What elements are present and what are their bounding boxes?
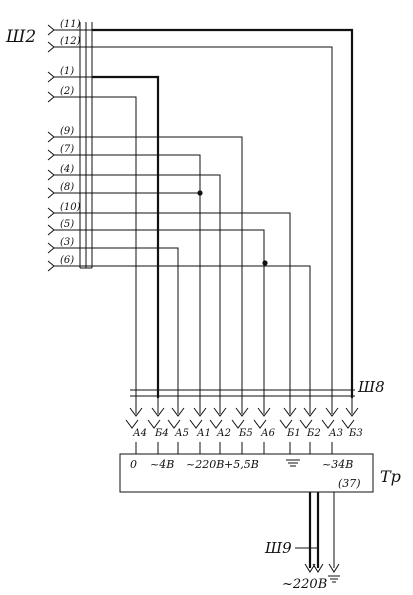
output-4v: ~4В: [150, 458, 174, 471]
contact-arrow-icon: [345, 407, 359, 417]
contact-label: Б5: [238, 428, 253, 439]
pin-label: (8): [60, 182, 74, 193]
wire: [92, 28, 354, 398]
contact-arrow-icon: [129, 407, 143, 417]
wire: [92, 265, 311, 398]
socket-icon: [231, 419, 245, 429]
sh2-pins: (11) (12) (1) (2) (9) (7) (4) (8) (10) (5) (3) (6): [47, 19, 92, 272]
wire: [92, 136, 243, 398]
socket-icon: [125, 419, 139, 429]
pin-arrow-icon: [47, 169, 55, 181]
pin-arrow-icon: [47, 24, 55, 36]
pin-arrow-icon: [47, 260, 55, 272]
pin-label: (2): [60, 86, 74, 97]
transformer-box: [119, 453, 374, 493]
pin-arrow-icon: [47, 41, 55, 53]
socket-icon: [209, 419, 223, 429]
pin-label: (1): [60, 66, 74, 77]
wire: [92, 192, 201, 398]
pin-arrow-icon: [47, 149, 55, 161]
wire: [92, 247, 179, 398]
contact-arrow-icon: [213, 407, 227, 417]
junction-dot: [262, 260, 268, 266]
contact-arrow-icon: [171, 407, 185, 417]
contact-label: Б4: [154, 428, 169, 439]
transformer-label: Тр: [380, 467, 401, 486]
contact-label: А4: [132, 428, 147, 439]
contact-label: А5: [174, 428, 189, 439]
socket-icon: [147, 419, 161, 429]
socket-icon: [253, 419, 267, 429]
contact-arrow-icon: [325, 407, 339, 417]
sh9-connector: [295, 492, 340, 573]
pin-label: (12): [60, 36, 81, 47]
output-5-5v: +5,5В: [224, 458, 259, 471]
socket-icon: [321, 419, 335, 429]
wire: [92, 46, 333, 398]
pin-arrow-icon: [47, 242, 55, 254]
contact-label: А2: [216, 428, 231, 439]
wire: [92, 212, 291, 398]
pin-label: (3): [60, 237, 74, 248]
pin-arrow-icon: [47, 71, 55, 83]
contact-arrow-icon: [283, 407, 297, 417]
pin-arrow-icon: [47, 91, 55, 103]
wire: [92, 154, 201, 398]
ground-symbol: [286, 459, 300, 467]
contact-arrow-icon: [193, 407, 207, 417]
wire: [92, 75, 160, 398]
pin-arrow-icon: [47, 187, 55, 199]
socket-icon: [167, 419, 181, 429]
socket-icon: [189, 419, 203, 429]
output-0: 0: [130, 458, 137, 471]
socket-icon: [341, 419, 355, 429]
pin-label: (7): [60, 144, 74, 155]
socket-icon: [299, 419, 313, 429]
output-220v: ~220В: [186, 458, 224, 471]
contact-arrow-icon: [235, 407, 249, 417]
pin-label: (4): [60, 164, 74, 175]
contact-label: Б3: [348, 428, 363, 439]
pin-arrow-icon: [47, 207, 55, 219]
wire: [92, 229, 265, 398]
contact-label: Б1: [286, 428, 301, 439]
wire: [92, 96, 137, 398]
sh2-label: Ш2: [5, 27, 36, 47]
pin-label: (6): [60, 255, 74, 266]
output-34v: ~34В: [322, 458, 353, 471]
sh8-label: Ш8: [357, 378, 385, 396]
contact-arrow-icon: [151, 407, 165, 417]
pin-label: (5): [60, 219, 74, 230]
contact-label: А3: [328, 428, 343, 439]
sh8-contacts: А4 Б4 А5 А1 А2 Б5 А6 Б1 Б2 А3 Б3: [125, 390, 363, 454]
supply-voltage: ~220В: [282, 577, 327, 592]
wires: [79, 22, 355, 398]
contact-label: Б2: [306, 428, 321, 439]
pin-label: (9): [60, 126, 74, 137]
pin-arrow-icon: [47, 131, 55, 143]
sh9-label: Ш9: [264, 539, 292, 557]
transformer-number: (37): [338, 477, 361, 490]
junction-dot: [197, 190, 203, 196]
wire: [92, 174, 221, 398]
pin-arrow-icon: [47, 224, 55, 236]
pin-label: (11): [60, 19, 81, 30]
supply-ground-symbol: [328, 575, 340, 583]
socket-icon: [279, 419, 293, 429]
pin-label: (10): [60, 202, 81, 213]
contact-arrow-icon: [303, 407, 317, 417]
contact-label: А1: [196, 428, 211, 439]
contact-arrow-icon: [257, 407, 271, 417]
contact-label: А6: [260, 428, 276, 439]
